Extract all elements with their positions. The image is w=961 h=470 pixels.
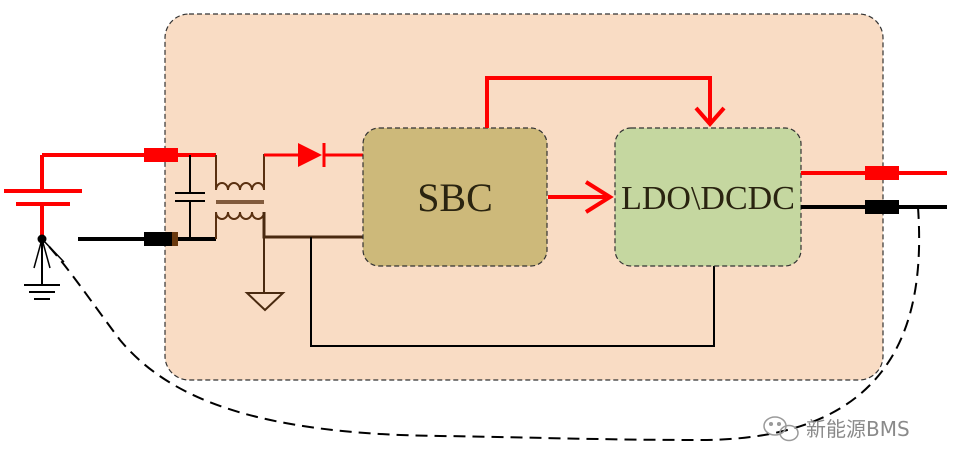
output-ground-connector <box>865 200 899 214</box>
chassis-ground-symbol <box>24 234 65 300</box>
sbc-label: SBC <box>417 175 493 220</box>
input-power-connector <box>144 148 178 162</box>
ldo-dcdc-label: LDO\DCDC <box>621 180 795 217</box>
output-power-wire <box>801 166 947 180</box>
ground-loop-dashed-path <box>45 206 921 442</box>
watermark: 新能源BMS <box>763 416 910 442</box>
ground-return-wire <box>262 212 715 347</box>
ldo-dcdc-block: LDO\DCDC <box>614 127 802 267</box>
sbc-feed-to-ldo-wire <box>485 76 726 128</box>
protection-diode <box>264 143 363 167</box>
signal-ground-symbol <box>244 292 286 312</box>
output-ground-wire <box>801 200 947 214</box>
output-power-connector <box>865 166 899 180</box>
watermark-text: 新能源BMS <box>806 417 910 441</box>
filter-capacitor <box>175 155 205 239</box>
input-ground-connector <box>144 232 178 246</box>
sbc-block: SBC <box>362 127 548 267</box>
sbc-to-ldo-arrow <box>548 180 614 214</box>
input-ground-wire <box>78 232 216 246</box>
battery-symbol <box>4 155 82 239</box>
wechat-icon <box>763 416 799 442</box>
input-power-wire <box>42 148 216 162</box>
